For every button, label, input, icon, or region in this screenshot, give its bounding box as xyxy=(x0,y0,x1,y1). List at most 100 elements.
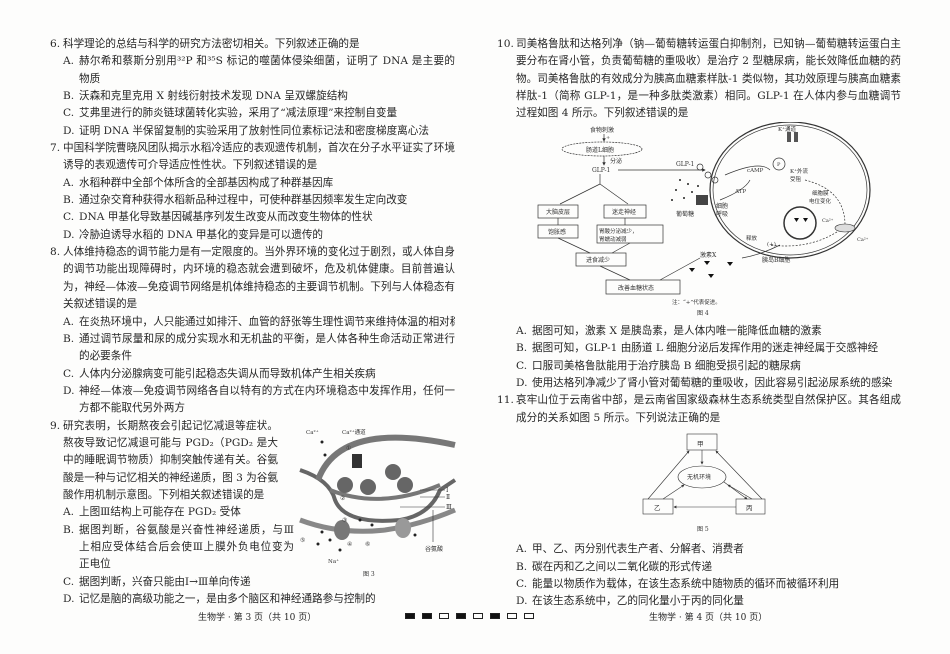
k-efflux-line-2: 受阻 xyxy=(790,175,802,183)
option-label: B. xyxy=(63,194,75,207)
text-line: 甲、乙、丙分别代表生产者、分解者、消费者 xyxy=(532,543,744,556)
option-b: B. 据图判断，谷氨酸是兴奋性神经递质，与Ⅲ 上相应受体结合后会使Ⅲ上膜外负电位变为… xyxy=(50,522,455,574)
text-line: 口服司美格鲁肽能用于治疗胰岛 B 细胞受损引起的糖尿病 xyxy=(532,359,801,372)
marker-3: ③ xyxy=(342,517,347,524)
hormone-x-label: 激素X xyxy=(700,251,717,259)
text-line: 使用达格列净减少了肾小管对葡萄糖的重吸收，因此容易引起泌尿系统的感染 xyxy=(532,377,893,389)
promote-label: (+) xyxy=(767,241,776,248)
text-line: 样肽-1（简称 GLP-1，是一种多肽类激素）相同。GLP-1 在人体内参与血糖… xyxy=(516,90,901,103)
figure-5-caption: 图 5 xyxy=(697,526,709,533)
marker-2: ② xyxy=(340,495,345,502)
text-line: 在炎热环境中，人只能通过如排汗、血管的舒张等生理性调节来维持体温的相对稳定 xyxy=(79,315,455,328)
text-line: 在该生态系统中，乙的同化量小于丙的同化量 xyxy=(532,595,744,608)
text-line: 冷胁迫诱导水稻的 DNA 甲基化的变异是可以遗传的 xyxy=(79,228,324,241)
question-9: 9.研究表明，长期熬夜会引起记忆减退等症状。熬夜导致记忆减退可能与 PGD₂（P… xyxy=(50,418,455,609)
question-number: 7. xyxy=(50,142,61,155)
option-label: B. xyxy=(516,560,528,573)
text-line: 碳在丙和乙之间以二氧化碳的形式传递 xyxy=(532,560,713,573)
text-line: 酸作用机制示意图。下列相关叙述错误的是 xyxy=(63,488,265,501)
option-label: A. xyxy=(63,176,75,189)
option-label: D. xyxy=(516,595,528,608)
text-line: 能量以物质作为载体，在该生态系统中随物质的循环而被循环利用 xyxy=(532,577,840,590)
option-b: B. 碳在丙和乙之间以二氧化碳的形式传递 xyxy=(497,559,901,576)
text-line: 据图判断，谷氨酸是兴奋性神经递质，与Ⅲ xyxy=(79,523,294,536)
text-line: 过程如图 4 所示。下列叙述错误的是 xyxy=(516,107,689,120)
text-line: 神经—体液—免疫调节网络各自以特有的方式在内环境稳态中发挥作用，任何一 xyxy=(79,384,455,397)
option-a: A.水稻种群中全部个体所含的全部基因构成了种群基因库 xyxy=(50,175,455,192)
page-3-footer: 生物学 · 第 3 页（共 10 页） xyxy=(198,613,317,623)
ca-ion-label: Ca²⁺ xyxy=(306,429,319,436)
page-mark-empty xyxy=(473,613,483,619)
option-label: D. xyxy=(516,377,528,389)
option-d: D.神经—体液—免疫调节网络各自以特有的方式在内环境稳态中发挥作用，任何一方都不… xyxy=(50,383,455,418)
text-line: 物质 xyxy=(79,72,101,85)
option-d: D.记忆是脑的高级功能之一，是由多个脑区和神经通路参与控制的 xyxy=(50,591,455,608)
option-label: A. xyxy=(63,506,75,519)
ca-out-label: Ca²⁺ xyxy=(857,237,869,243)
secrete-label: 分泌 xyxy=(610,157,622,165)
text-line: 艾弗里进行的肺炎链球菌转化实验，采用了“减法原理”来控制自变量 xyxy=(79,107,398,120)
node-inorganic-environment: 无机环境 xyxy=(687,473,711,481)
option-label: C. xyxy=(63,211,75,224)
glutamate-label: 谷氨酸 xyxy=(425,545,443,553)
question-number: 11. xyxy=(497,394,514,407)
option-label: B. xyxy=(63,523,75,536)
improve-glucose-box: 改善血糖状态 xyxy=(618,284,654,292)
question-stem: 科学理论的总结与科学的研究方法密切相关。下列叙述正确的是 xyxy=(50,36,455,53)
text-line: 正电位 xyxy=(79,558,111,571)
text-line: 据图可知，GLP-1 由肠道 L 细胞分泌后发挥作用的迷走神经属于交感神经 xyxy=(532,342,879,355)
text-line: 为，神经—体液—免疫调节网络是机体维持稳态的主要调节机制。下列与人体稳态有 xyxy=(63,280,455,293)
text-line: 据图可知，激素 X 是胰岛素，是人体内唯一能降低血糖的激素 xyxy=(532,324,822,337)
option-a: A.赫尔希和蔡斯分别用³²P 和³⁵S 标记的噬菌体侵染细菌，证明了 DNA 是… xyxy=(50,53,455,88)
text-line: 记忆是脑的高级功能之一，是由多个脑区和神经通路参与控制的 xyxy=(79,593,376,605)
option-label: A. xyxy=(516,543,528,556)
page-marks xyxy=(405,613,534,619)
eat-less-box: 进食减少 xyxy=(586,256,610,264)
option-a: A.在炎热环境中，人只能通过如排汗、血管的舒张等生理性调节来维持体温的相对稳定 xyxy=(50,314,455,331)
text-line: 方都不能取代另外两方 xyxy=(79,402,185,415)
page-4-footer: 生物学 · 第 4 页（共 10 页） xyxy=(649,613,768,623)
label-i: Ⅰ xyxy=(446,487,449,494)
k-efflux-line-1: K⁺外流 xyxy=(790,167,809,175)
option-c: C.口服司美格鲁肽能用于治疗胰岛 B 细胞受损引起的糖尿病 xyxy=(497,358,901,375)
text-line: 的调节功能出现障碍时，内环境的稳态就会遭到破坏，危及机体健康。目前普遍认 xyxy=(63,263,455,276)
text-line: 中国科学院曹晓风团队揭示水稻冷适应的表观遗传机制，首次在分子水平证实了环境 xyxy=(63,142,455,155)
node-jia: 甲 xyxy=(697,440,704,448)
page-mark-empty xyxy=(439,613,449,619)
k-channel-label: K⁺通道 xyxy=(778,125,797,133)
respiration-line-1: 细胞 xyxy=(716,202,728,210)
text-line: 司美格鲁肽和达格列净（钠—葡萄糖转运蛋白抑制剂，已知钠—葡萄糖转运蛋白主 xyxy=(516,38,901,50)
cortex-box: 大脑皮层 xyxy=(546,208,570,216)
respiration-line-2: 呼吸 xyxy=(716,211,728,218)
text-line: 上图Ⅲ结构上可能存在 PGD₂ 受体 xyxy=(79,506,241,519)
option-c: C. 艾弗里进行的肺炎链球菌转化实验，采用了“减法原理”来控制自变量 xyxy=(50,105,455,122)
option-d: D. 在该生态系统中，乙的同化量小于丙的同化量 xyxy=(497,593,901,610)
option-label: C. xyxy=(63,575,75,588)
plus-label: + xyxy=(606,135,610,141)
release-label: 释放 xyxy=(746,234,758,242)
acid-line-2: 胃蠕动减弱 xyxy=(599,235,627,243)
option-label: C. xyxy=(63,107,75,120)
ca-in-label: Ca²⁺ xyxy=(822,218,834,224)
option-b: B.沃森和克里克用 X 射线衍射技术发现 DNA 呈双螺旋结构 xyxy=(50,88,455,105)
option-b: B.通过杂交育种获得水稻新品种过程中，可使种群基因频率发生定向改变 xyxy=(50,192,455,209)
food-stimulus-label: 食物刺激 xyxy=(590,126,614,134)
page-mark-filled xyxy=(422,613,432,619)
text-line: 研究表明，长期熬夜会引起记忆减退等症状。 xyxy=(63,419,278,432)
text-line: 科学理论的总结与科学的研究方法密切相关。下列叙述正确的是 xyxy=(63,38,360,50)
text-line: 关叙述错误的是 xyxy=(63,298,138,311)
na-ion-label: Na⁺ xyxy=(328,559,339,565)
text-line: 赫尔希和蔡斯分别用³²P 和³⁵S 标记的噬菌体侵染细菌，证明了 DNA 是主要… xyxy=(79,55,455,68)
option-label: C. xyxy=(516,577,528,590)
text-line: 通过调节尿量和尿的成分实现水和无机盐的平衡，是人体各种生命活动正常进行 xyxy=(79,332,455,345)
page-mark-empty xyxy=(524,613,534,619)
text-line: 的必要条件 xyxy=(79,350,132,363)
marker-6: ⑥ xyxy=(365,541,370,548)
atp-label: ATP xyxy=(734,189,746,195)
text-line: 据图判断，兴奋只能由Ⅰ→Ⅲ单向传递 xyxy=(79,575,251,588)
text-line: 上相应受体结合后会使Ⅲ上膜外负电位变为 xyxy=(79,540,294,553)
marker-5: ⑤ xyxy=(300,537,305,544)
question-stem: 中国科学院曹晓风团队揭示水稻冷适应的表观遗传机制，首次在分子水平证实了环境诱导的… xyxy=(50,140,455,175)
question-stem: 司美格鲁肽和达格列净（钠—葡萄糖转运蛋白抑制剂，已知钠—葡萄糖转运蛋白主要分布在… xyxy=(497,36,901,123)
option-b: B.据图可知，GLP-1 由肠道 L 细胞分泌后发挥作用的迷走神经属于交感神经 xyxy=(497,340,901,357)
